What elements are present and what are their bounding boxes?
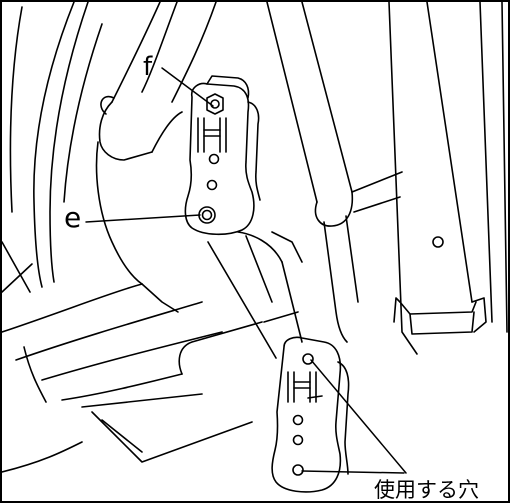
leader-lines — [85, 67, 407, 474]
leader-holes-2 — [301, 470, 405, 474]
callout-holes-to-use: 使用する穴 — [374, 478, 479, 502]
lower-structure — [2, 231, 303, 473]
callout-f: f — [143, 52, 153, 82]
leader-f — [161, 67, 214, 107]
leader-holes-1 — [310, 359, 407, 474]
frame-strut — [266, 2, 508, 355]
mount-bracket-detail — [271, 336, 350, 493]
mount-bracket-top — [184, 75, 261, 236]
connector-line — [207, 241, 277, 359]
leader-e — [85, 214, 201, 223]
body-contours — [2, 2, 217, 293]
callout-e: e — [64, 201, 82, 234]
